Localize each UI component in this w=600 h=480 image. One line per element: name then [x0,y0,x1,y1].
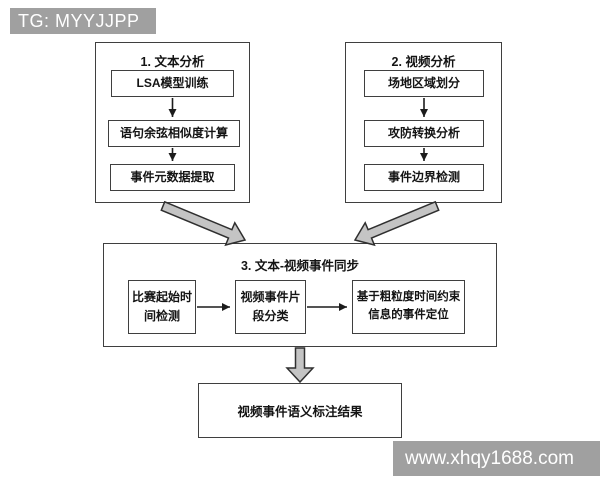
step-field-region-division: 场地区域划分 [364,70,484,97]
result-box: 视频事件语义标注结果 [198,383,402,438]
group-video-analysis-title: 2. 视频分析 [391,55,456,69]
step-coarse-time-constraint-event-localization: 基于粗粒度时间约束信息的事件定位 [352,280,465,334]
block-arrow-sync-to-result [285,347,315,384]
step-lsa-model-training: LSA模型训练 [111,70,234,97]
group-text-video-sync-title: 3. 文本-视频事件同步 [240,259,360,273]
group-text-analysis-title: 1. 文本分析 [140,55,205,69]
watermark-bottom-right: www.xhqy1688.com [393,441,600,476]
step-offense-defense-transition-analysis: 攻防转换分析 [364,120,484,147]
step-event-metadata-extraction: 事件元数据提取 [110,164,235,191]
step-match-start-time-detection: 比赛起始时间检测 [128,280,196,334]
step-video-event-clip-classification: 视频事件片段分类 [235,280,306,334]
step-sentence-cosine-similarity: 语句余弦相似度计算 [108,120,240,147]
watermark-top-left: TG: MYYJJPP [10,8,156,34]
block-arrow-video-to-sync [353,200,440,247]
block-arrow-text-to-sync [160,200,247,247]
step-event-boundary-detection: 事件边界检测 [364,164,484,191]
